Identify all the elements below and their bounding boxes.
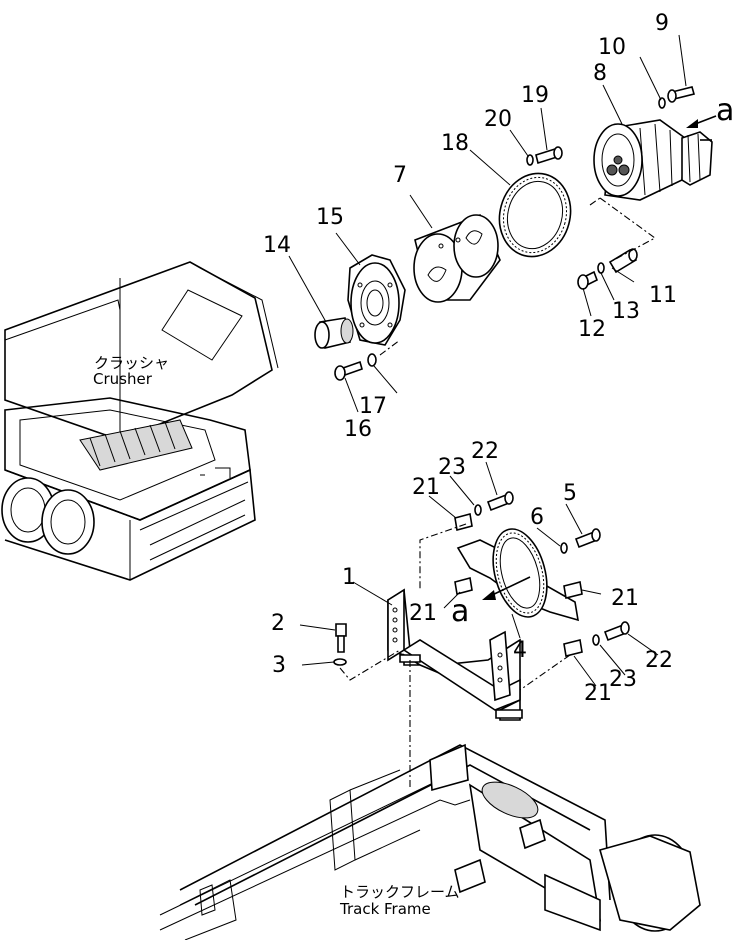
- callout-4: 4: [513, 638, 527, 663]
- plate-part-4: [456, 528, 579, 622]
- bolt-part-12: [577, 270, 599, 290]
- crusher-label-en: Crusher: [93, 370, 153, 388]
- callout-23b: 23: [609, 667, 637, 692]
- bolt-part-9: [667, 86, 695, 103]
- callout-2: 2: [271, 611, 285, 636]
- spacer-part-7: [413, 213, 501, 303]
- block-part-21d: [563, 639, 583, 657]
- callout-21d: 21: [584, 681, 612, 706]
- travel-motor-part-8: [593, 119, 713, 201]
- washer-part-10: [658, 97, 666, 109]
- callout-14: 14: [263, 233, 291, 258]
- bolt-part-22a: [486, 491, 514, 512]
- washer-part-17: [367, 353, 377, 367]
- callout-7: 7: [393, 163, 407, 188]
- callout-5: 5: [563, 481, 577, 506]
- track-frame-label-en: Track Frame: [339, 900, 431, 918]
- callout-10: 10: [598, 35, 626, 60]
- crusher-assembly: クラッシャ Crusher: [1, 261, 279, 581]
- callout-12: 12: [578, 317, 606, 342]
- bushing-part-14: [314, 317, 354, 349]
- callout-21a: 21: [412, 475, 440, 500]
- callout-1: 1: [342, 565, 356, 590]
- washer-part-3: [333, 658, 347, 666]
- washer-part-23b: [592, 634, 600, 646]
- callout-22b: 22: [645, 648, 673, 673]
- crusher-label-jp: クラッシャ: [94, 354, 169, 372]
- callout-18: 18: [441, 131, 469, 156]
- callout-20: 20: [484, 107, 512, 132]
- block-part-21a: [454, 513, 473, 531]
- view-mark-a-bottom: a: [451, 594, 469, 629]
- block-part-21b: [454, 577, 473, 595]
- pin-part-11: [608, 248, 638, 274]
- ring-part-18: [498, 172, 572, 258]
- callout-21c: 21: [611, 586, 639, 611]
- callout-21b: 21: [409, 601, 437, 626]
- bolt-part-5: [574, 528, 601, 549]
- callout-17: 17: [359, 394, 387, 419]
- callout-3: 3: [272, 653, 286, 678]
- flange-part-15: [347, 254, 406, 346]
- callout-15: 15: [316, 205, 344, 230]
- callout-19: 19: [521, 83, 549, 108]
- callout-8: 8: [593, 61, 607, 86]
- track-frame-label-jp: トラックフレーム: [340, 883, 460, 901]
- callout-6: 6: [530, 505, 544, 530]
- bolt-part-22b: [603, 621, 630, 642]
- washer-part-6: [560, 542, 568, 554]
- bolt-part-19: [535, 146, 563, 165]
- callout-22a: 22: [471, 439, 499, 464]
- bracket-part-1: [387, 588, 523, 721]
- callout-13: 13: [612, 299, 640, 324]
- callout-16: 16: [344, 417, 372, 442]
- crusher-rotor-right-circle: [41, 489, 95, 555]
- track-frame-assembly: トラックフレーム Track Frame: [159, 743, 701, 941]
- callout-numbers: 9 10 8 19 20 18 7 15 14 11 13 12 17 16 2…: [263, 11, 734, 706]
- callout-9: 9: [655, 11, 669, 36]
- callout-11: 11: [649, 283, 677, 308]
- callout-23a: 23: [438, 455, 466, 480]
- block-part-21c: [563, 581, 583, 599]
- washer-part-13: [597, 262, 605, 274]
- washer-part-20: [526, 154, 534, 166]
- view-mark-a-top: a: [716, 93, 734, 128]
- washer-part-23a: [474, 504, 482, 516]
- bolt-part-2: [335, 623, 347, 653]
- bolt-part-16: [334, 360, 363, 381]
- leader-lines: [288, 34, 687, 687]
